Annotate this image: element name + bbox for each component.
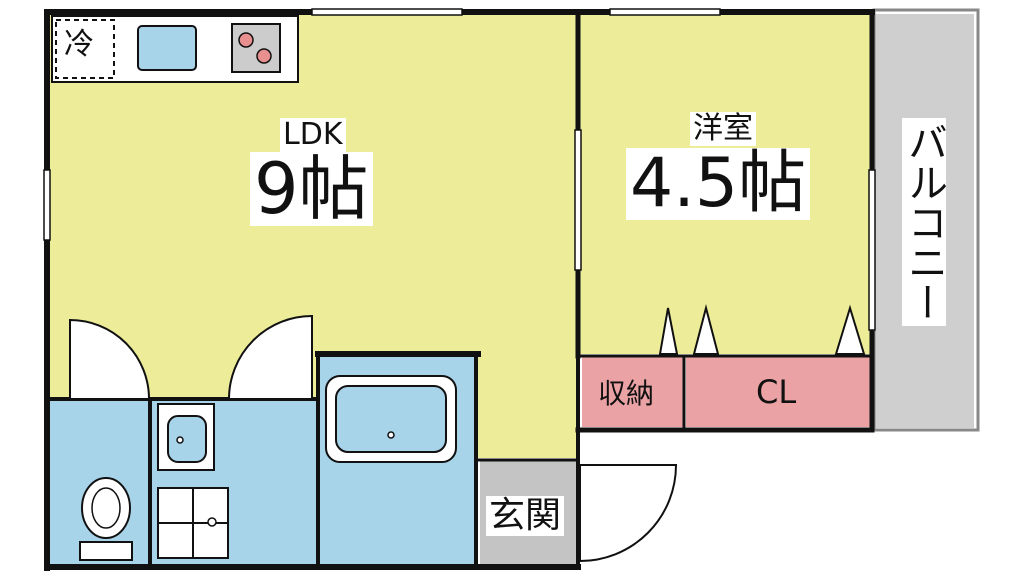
windows: [43, 8, 876, 331]
bathtub-inner: [335, 385, 447, 453]
toilet-seat: [91, 487, 121, 529]
washing-pan-drain: [207, 517, 217, 527]
doors: [69, 304, 866, 563]
toilet-tank: [79, 541, 133, 561]
closet-name: CL: [756, 373, 797, 411]
ldk-size: 9帖: [250, 152, 373, 226]
washbasin-bowl: [167, 415, 207, 463]
closet-door-3: [834, 304, 866, 355]
entrance-name: 玄関: [486, 496, 565, 536]
closet-door-2: [692, 304, 720, 355]
entrance-door: [579, 464, 678, 563]
fridge-label: 冷: [64, 27, 94, 62]
sink-basin: [137, 25, 197, 71]
washroom-door: [227, 314, 313, 400]
stove-burner-1: [238, 32, 254, 48]
storage-name: 収納: [598, 377, 655, 410]
stove: [231, 23, 281, 73]
stove-burner-2: [256, 48, 272, 64]
washbasin-drain: [176, 436, 184, 444]
ldk-name: LDK: [280, 118, 346, 152]
toilet-door: [69, 318, 151, 400]
closet-floor: [686, 357, 872, 427]
western-room-size: 4.5帖: [626, 148, 811, 220]
hallway-floor: [478, 356, 578, 458]
balcony-name: バルコニー: [901, 118, 947, 326]
storage-floor: [582, 357, 684, 427]
western-room-name: 洋室: [690, 112, 756, 146]
closet-door-1: [658, 307, 679, 355]
bathtub-drain: [387, 431, 395, 439]
